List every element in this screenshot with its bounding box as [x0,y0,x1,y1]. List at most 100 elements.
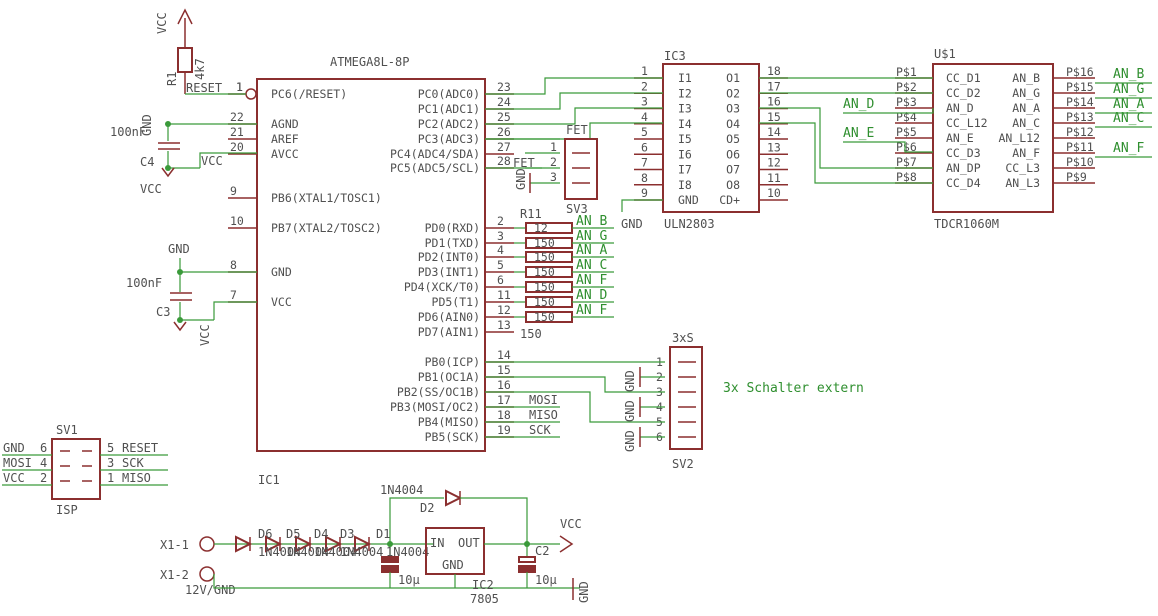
sv1-left-num-2: 4 [40,456,47,470]
sv3-label: FET [566,123,588,137]
ic3-pin-number: 18 [767,64,781,78]
sv2-body [669,346,703,450]
ic1-pin-label: PD2(INT0) [418,250,480,264]
ic3-pin-label: I1 [678,71,692,85]
sv1-body [51,438,101,500]
sv2-ref: SV2 [672,457,694,471]
ic1-pin-label: PB4(MISO) [418,415,480,429]
u1-pin-label: CC_D4 [946,176,981,190]
net-label-an-e: AN_E [843,126,874,141]
sv3-pin-3: 3 [550,170,557,184]
sv3-gnd-label: GND [514,168,528,190]
ic3-pin-label: I2 [678,86,692,100]
ic3-pin-label: O8 [726,178,740,192]
u1-pin-label: CC_D3 [946,146,981,160]
ic1-pin-number: 21 [230,125,244,139]
vcc-arrow-c3 [173,321,187,332]
ic1-pin-label: PD6(AIN0) [418,310,480,324]
ic1-pin-number: 19 [497,423,511,437]
diode-ref-d4: D4 [314,527,328,541]
ic1-pin-number: 22 [230,110,244,124]
c3-gnd-label: GND [168,242,190,256]
ic3-pin-label: I5 [678,132,692,146]
u1-pin-label: AN_E [946,131,974,145]
ic1-pin-label: PD4(XCK/T0) [404,280,480,294]
sv2-gnd-1: GND [623,370,637,392]
x1-1-label: X1-1 [160,538,189,552]
diode-type-3: 1N4004 [314,545,357,559]
ic3-pin-label: I4 [678,117,692,131]
net-label-an-d: AN_D [843,97,874,112]
net-label-an-a-right: AN_A [1113,97,1144,112]
ic1-pin-label: PD1(TXD) [425,236,480,250]
ic1-pin-label: PB2(SS/OC1B) [397,385,480,399]
resistor-value: 150 [534,236,555,250]
sv1-right-num-3: 1 [107,471,114,485]
ic1-pin-label: PD7(AIN1) [418,325,480,339]
u1-pin-number: P$14 [1066,95,1094,109]
ic1-pin-label: PC2(ADC2) [418,117,480,131]
r1-vcc-label: VCC [155,12,169,34]
ic3-name: ULN2803 [664,217,715,231]
diode-type-4: 1N4004 [340,545,383,559]
vcc-arrow-c4 [161,167,175,178]
sv1-right-net-3: MISO [122,471,151,485]
ic1-pin-number: 26 [497,125,511,139]
fet-net-label: FET [513,156,535,170]
x1-2-label: X1-2 [160,568,189,582]
ic1-pin-number: 16 [497,378,511,392]
ic1-pin-label: PC0(ADC0) [418,87,480,101]
u1-right-pins: P$16AN_BP$15AN_GP$14AN_AP$13AN_CP$12AN_L… [998,65,1095,190]
resistor-value: 150 [534,280,555,294]
ic1-pin-label: PB7(XTAL2/TOSC2) [271,221,382,235]
diode-ref-d1: D1 [376,527,390,541]
c2-ref: C2 [535,544,549,558]
mosi-net-label: MOSI [529,393,558,407]
u1-pin-label: AN_G [1012,86,1040,100]
u1-pin-number: P$7 [896,155,917,169]
sv1-right-net-2: SCK [122,456,144,470]
ic1-pin-label: PC5(ADC5/SCL) [390,161,480,175]
reset-inversion-bubble [245,88,257,100]
ic3-pin-label: O2 [726,86,740,100]
ic1-pin-label: PC3(ADC3) [418,132,480,146]
u1-pin-label: CC_L12 [946,116,988,130]
ic3-pin-label: O7 [726,163,740,177]
net-label-an-g-right: AN_G [1113,82,1144,97]
ic1-pin-number: 4 [497,243,504,257]
ic1-ref: IC1 [258,473,280,487]
ic1-pin-number: 23 [497,80,511,94]
ic3-pin-number: 6 [641,140,648,154]
ic1-pin-label: PB0(ICP) [425,355,480,369]
d2-type: 1N4004 [380,483,423,497]
resistor-net-label: AN_A [576,243,607,258]
ic1-name: ATMEGA8L-8P [330,55,409,69]
x1-2-terminal [199,566,215,582]
resistor-net-label: AN_F [576,273,607,288]
ic3-pin-number: 4 [641,110,648,124]
sv3-ref: SV3 [566,202,588,216]
diode-ref-d3: D3 [340,527,354,541]
ic1-pin-label: PD0(RXD) [425,221,480,235]
ic3-ref: IC3 [664,49,686,63]
sv1-right-net-1: RESET [122,441,158,455]
c4-value: 100nF [110,125,146,139]
ic3-pin-number: 11 [767,171,781,185]
sck-net-label: SCK [529,423,551,437]
u1-ref: U$1 [934,47,956,61]
ic3-pin-label: O6 [726,147,740,161]
u1-pin-number: P$8 [896,170,917,184]
ic1-pin-number: 13 [497,318,511,332]
ic3-pin-label: CD+ [719,193,740,207]
net-label-an-b-right: AN_B [1113,67,1144,82]
wires-ic1-ic3: GND [485,77,663,231]
u1-pin-number: P$2 [896,80,917,94]
ic3-pin-number: 13 [767,140,781,154]
ic3-pin-label: I7 [678,163,692,177]
u1-pin-label: CC_L3 [1005,161,1040,175]
ic3-pin-number: 14 [767,125,781,139]
u1-pin-label: AN_D [946,101,974,115]
d2-ref: D2 [420,501,434,515]
u1-pin-number: P$9 [1066,170,1087,184]
